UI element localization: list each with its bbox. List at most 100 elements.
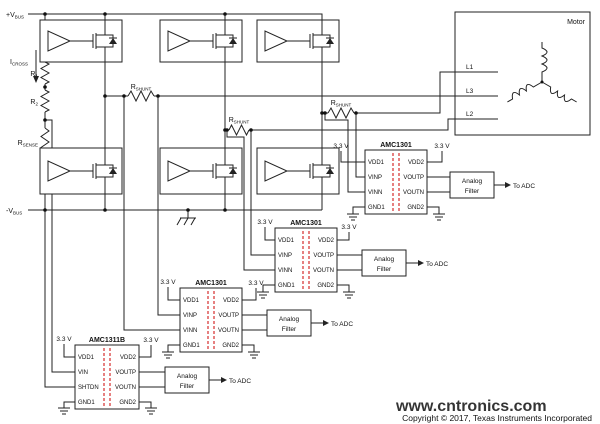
amc4-pin-voutn: VOUTN <box>115 385 136 391</box>
filter3-line1: Analog <box>279 316 300 323</box>
amc2-vdd1-supply: 3.3 V <box>257 219 273 226</box>
amc1-name: AMC1301 <box>380 142 412 149</box>
motor-terminal-stubs <box>455 71 498 120</box>
isolated-amp-2: AMC1301 3.3 V 3.3 V VDD1 VINP VINN GND1 … <box>256 219 448 299</box>
filter1-line1: Analog <box>462 178 483 185</box>
amc2-vdd2-supply: 3.3 V <box>341 224 357 231</box>
isolated-amp-4: AMC1311B 3.3 V 3.3 V VDD1 VIN SHTDN GND1… <box>56 336 251 415</box>
motor-terminal-l1: L1 <box>466 64 474 71</box>
ground-icon <box>256 291 270 299</box>
phase2-line <box>225 118 455 131</box>
sense-lines-shunt1 <box>123 96 180 331</box>
motor-title: Motor <box>567 19 586 26</box>
junction-dots <box>43 12 358 212</box>
amc3-pin-vdd1: VDD1 <box>183 298 200 304</box>
footer: www.cntronics.com Copyright © 2017, Texa… <box>395 398 592 423</box>
low-side-driver-3 <box>256 147 340 195</box>
copyright: Copyright © 2017, Texas Instruments Inco… <box>402 413 592 423</box>
ground-icon <box>342 291 356 299</box>
amc4-vdd2-supply: 3.3 V <box>143 337 159 344</box>
filter4-line1: Analog <box>177 373 198 380</box>
to-adc-2: To ADC <box>426 261 448 268</box>
icross-label: ICROSS <box>10 59 28 67</box>
resistors <box>39 61 355 157</box>
sense-lines-shunt2 <box>226 130 275 271</box>
amc4-name: AMC1311B <box>89 337 125 344</box>
amc4-pin-gnd2: GND2 <box>119 400 136 406</box>
sense-lines-shunt3 <box>324 113 365 193</box>
amc2-pin-vinp: VINP <box>278 253 292 259</box>
r2-label: R2 <box>30 99 38 107</box>
amc2-pin-voutn: VOUTN <box>313 268 334 274</box>
gate-driver-blocks <box>39 19 340 226</box>
resistor-r1 <box>39 61 51 85</box>
amc4-wires <box>63 344 221 408</box>
to-adc-4: To ADC <box>229 378 251 385</box>
amc3-pin-vinp: VINP <box>183 313 197 319</box>
bus-divider-column <box>44 14 75 388</box>
icross-arrowhead-icon <box>33 76 39 83</box>
amc2-pin-vdd1: VDD1 <box>278 238 295 244</box>
low-side-driver-1 <box>39 147 123 195</box>
amc4-pin-vdd1: VDD1 <box>78 355 95 361</box>
analog-filter-1 <box>449 171 495 199</box>
amc4-pin-shtdn: SHTDN <box>78 385 99 391</box>
rshunt2-label: RSHUNT <box>229 117 250 125</box>
ground-icon <box>144 407 158 415</box>
motor-box <box>454 11 591 136</box>
to-adc-1: To ADC <box>513 183 535 190</box>
amc4-pin-voutp: VOUTP <box>115 370 136 376</box>
to-adc-3: To ADC <box>331 321 353 328</box>
ground-icon <box>57 407 71 415</box>
amc3-vdd2-supply: 3.3 V <box>248 280 264 287</box>
amc1-vdd1-supply: 3.3 V <box>333 143 349 150</box>
isolated-amp-1: AMC1301 3.3 V 3.3 V VDD1 VINP VINN GND1 … <box>333 142 535 221</box>
amc3-vdd1-supply: 3.3 V <box>160 279 176 286</box>
resistor-rshunt3 <box>327 106 355 120</box>
watermark: www.cntronics.com <box>395 398 547 415</box>
net-labels: +VBUS -VBUS ICROSS R1 R2 RSENSE RSHUNT R… <box>6 12 352 216</box>
amc3-pin-voutp: VOUTP <box>218 313 239 319</box>
amc1-pin-vinn: VINN <box>368 190 382 196</box>
phase-verticals <box>104 62 323 148</box>
motor-block: Motor L1 L3 L2 <box>454 11 591 136</box>
resistor-r2 <box>39 89 51 113</box>
vbus-neg-label: -VBUS <box>6 208 22 216</box>
high-side-driver-3 <box>256 19 340 63</box>
amc2-pin-voutp: VOUTP <box>313 253 334 259</box>
amc3-pin-gnd1: GND1 <box>183 343 200 349</box>
amc3-body <box>179 287 243 353</box>
rsense-label: RSENSE <box>18 140 38 148</box>
high-side-driver-2 <box>159 19 243 63</box>
amc1-body <box>364 149 428 215</box>
amc1-pin-vinp: VINP <box>368 175 382 181</box>
filter4-line2: Filter <box>180 383 195 390</box>
amc4-body <box>74 344 140 410</box>
low-side-driver-2 <box>159 147 243 195</box>
amc1-pin-vdd2: VDD2 <box>408 160 425 166</box>
analog-filter-4 <box>164 366 210 394</box>
amc4-pin-vin: VIN <box>78 370 88 376</box>
rshunt3-label: RSHUNT <box>331 100 352 108</box>
amc3-pin-voutn: VOUTN <box>218 328 239 334</box>
amc3-name: AMC1301 <box>195 280 227 287</box>
arrow-icon <box>505 182 511 188</box>
filter1-line2: Filter <box>465 188 480 195</box>
resistor-rshunt1 <box>127 89 155 103</box>
resistor-rshunt2 <box>228 123 250 137</box>
arrow-icon <box>221 377 227 383</box>
arrow-icon <box>323 320 329 326</box>
amc3-wires <box>167 287 323 352</box>
ground-icon <box>247 351 261 359</box>
amc2-pin-vinn: VINN <box>278 268 292 274</box>
amc4-vdd1-supply: 3.3 V <box>56 336 72 343</box>
amc1-pin-vdd1: VDD1 <box>368 160 385 166</box>
amc3-pin-vinn: VINN <box>183 328 197 334</box>
amc1-pin-gnd2: GND2 <box>407 205 424 211</box>
amc1-pin-voutp: VOUTP <box>403 175 424 181</box>
chassis-ground-icon <box>176 217 197 226</box>
amc1-pin-gnd1: GND1 <box>368 205 385 211</box>
vbus-pos-label: +VBUS <box>6 12 24 20</box>
